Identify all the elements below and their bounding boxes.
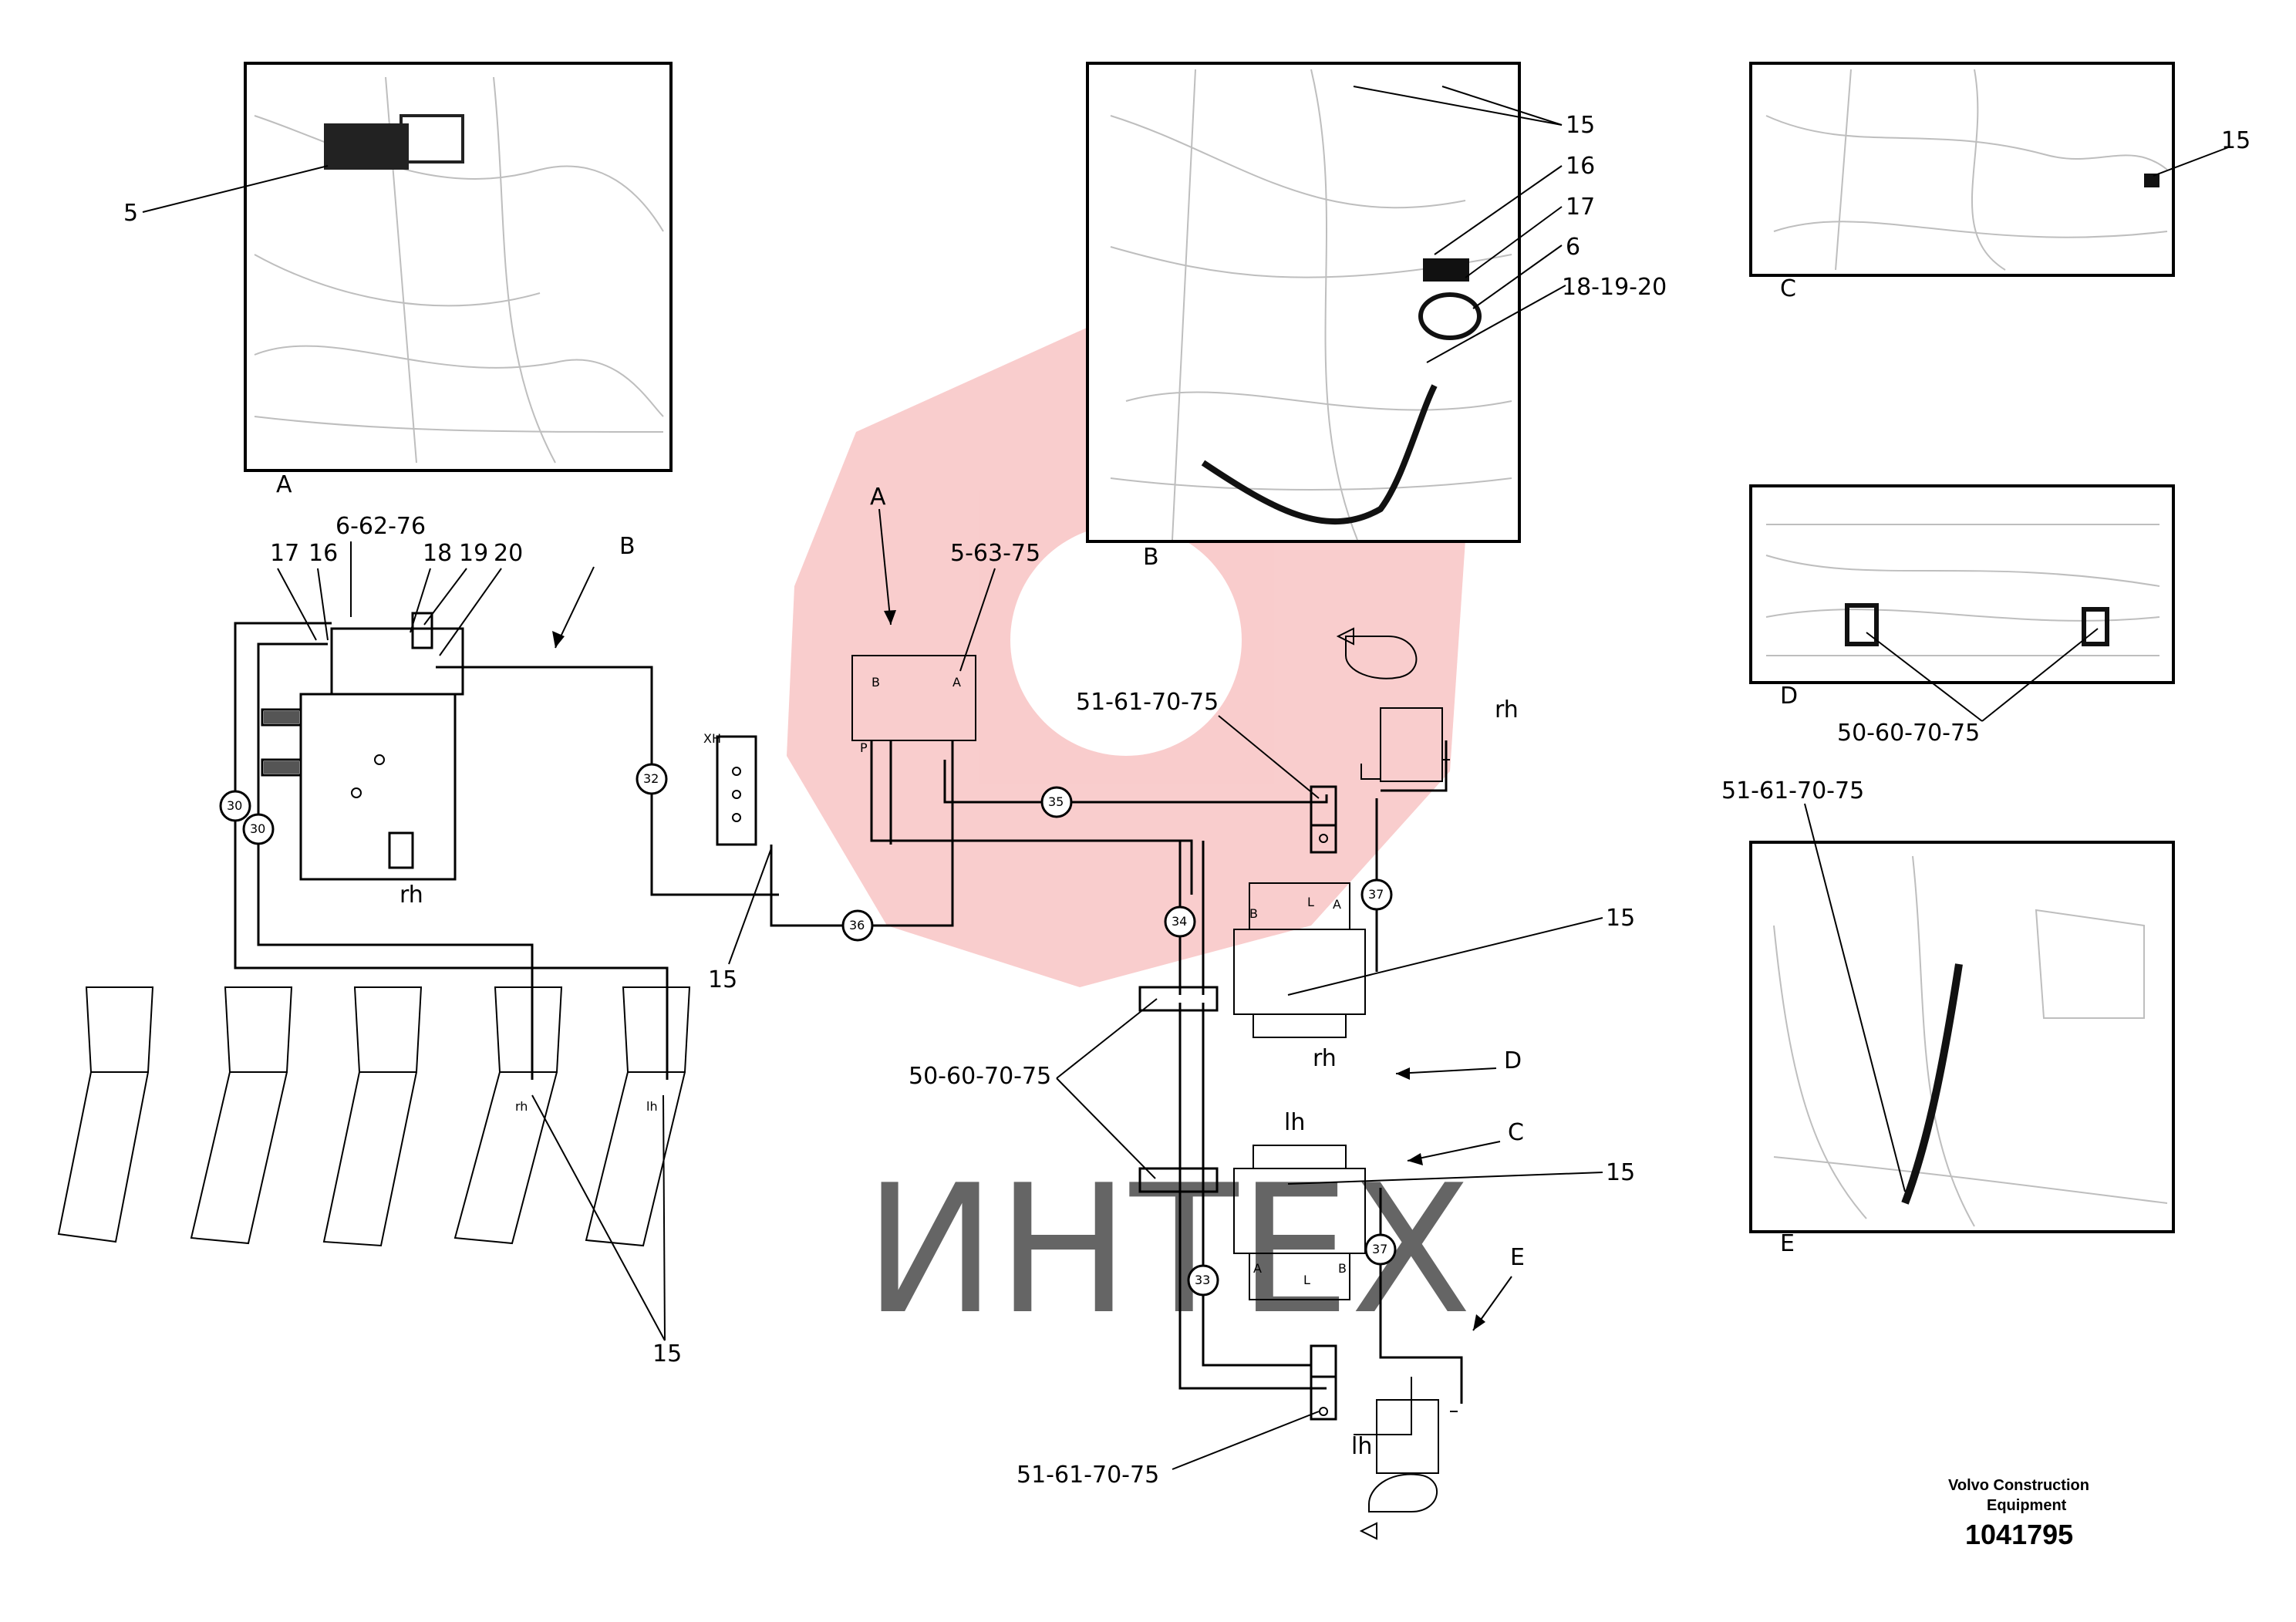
label-15-lh: 15 bbox=[1606, 1159, 1635, 1186]
svg-text:L: L bbox=[1307, 895, 1314, 909]
photo-view-a bbox=[244, 62, 673, 472]
photo-d-leaders bbox=[1866, 628, 2099, 722]
photo-e-letter: E bbox=[1780, 1230, 1795, 1257]
hose-34: 34 bbox=[1164, 905, 1196, 938]
rh-label-valve: rh bbox=[400, 882, 423, 909]
label-51-61-70-75-bottom: 51-61-70-75 bbox=[1017, 1462, 1159, 1489]
hose-36: 36 bbox=[779, 909, 910, 942]
rh-label-cylinder: rh bbox=[515, 1099, 528, 1114]
photo-view-e bbox=[1749, 841, 2175, 1233]
hose-32: 32 bbox=[636, 763, 668, 795]
photo-c-callout-15: 15 bbox=[2221, 127, 2250, 154]
valve-group bbox=[261, 612, 464, 881]
photo-view-d bbox=[1749, 484, 2175, 684]
photo-b-callout-17: 17 bbox=[1566, 194, 1595, 221]
track-drive-lh: A L B bbox=[1233, 1145, 1366, 1300]
hose-35: 35 bbox=[1040, 786, 1073, 818]
svg-text:37: 37 bbox=[1372, 1242, 1387, 1256]
view-arrow-d: D bbox=[1504, 1047, 1522, 1074]
photo-b-callout-6: 6 bbox=[1566, 234, 1580, 261]
photo-b-callout-16: 16 bbox=[1566, 153, 1595, 180]
company-name-line1: Volvo Construction bbox=[1948, 1477, 2089, 1494]
label-5-63-75: 5-63-75 bbox=[950, 540, 1040, 567]
hose-37-upper: 37 bbox=[1360, 848, 1393, 956]
svg-text:B: B bbox=[1338, 1261, 1347, 1276]
block-50-lower bbox=[1138, 1167, 1219, 1193]
label-15-center: 15 bbox=[708, 966, 737, 993]
label-6-62-76: 6-62-76 bbox=[335, 513, 426, 540]
hose-37-lower: 37 bbox=[1364, 1233, 1397, 1266]
label-20: 20 bbox=[494, 540, 523, 567]
svg-text:P: P bbox=[860, 740, 868, 755]
label-16: 16 bbox=[308, 540, 338, 567]
distribution-block: XH bbox=[703, 731, 757, 846]
lh-label-motor: lh bbox=[1351, 1433, 1372, 1460]
drawing-number: 1041795 bbox=[1965, 1519, 2073, 1550]
photo-b-leaders bbox=[1353, 86, 1566, 363]
label-19: 19 bbox=[459, 540, 488, 567]
view-arrow-b: B bbox=[619, 533, 636, 560]
svg-text:A: A bbox=[952, 675, 961, 690]
svg-text:30: 30 bbox=[227, 798, 242, 813]
lh-label-cylinder: lh bbox=[646, 1099, 658, 1114]
track-drive-rh: B L A bbox=[1233, 882, 1366, 1038]
rh-label-motor: rh bbox=[1495, 696, 1519, 723]
label-51-61-70-75-top: 51-61-70-75 bbox=[1076, 689, 1219, 716]
lh-label-drive: lh bbox=[1284, 1109, 1305, 1136]
cylinders bbox=[57, 986, 691, 1247]
view-arrow-e: E bbox=[1510, 1244, 1525, 1271]
label-15-cylinders: 15 bbox=[652, 1340, 682, 1367]
label-15-rh: 15 bbox=[1606, 905, 1635, 932]
photo-d-letter: D bbox=[1780, 683, 1798, 710]
svg-text:37: 37 bbox=[1368, 887, 1384, 902]
solenoid-valve: B A P bbox=[851, 655, 976, 755]
view-arrow-c: C bbox=[1508, 1119, 1524, 1146]
svg-text:30: 30 bbox=[250, 821, 265, 836]
svg-text:A: A bbox=[1253, 1261, 1262, 1276]
rh-label-drive: rh bbox=[1313, 1045, 1337, 1072]
view-arrow-a: A bbox=[870, 484, 886, 511]
svg-text:XH: XH bbox=[703, 731, 721, 746]
block-50-upper bbox=[1138, 986, 1219, 1012]
company-name-line2: Equipment bbox=[1987, 1497, 2067, 1514]
photo-b-callout-15: 15 bbox=[1566, 112, 1595, 139]
svg-text:33: 33 bbox=[1195, 1273, 1210, 1287]
label-18: 18 bbox=[423, 540, 452, 567]
hose-33: 33 bbox=[1187, 1219, 1219, 1342]
motor-upper bbox=[1310, 627, 1450, 854]
svg-text:34: 34 bbox=[1172, 914, 1187, 929]
svg-text:L: L bbox=[1303, 1273, 1310, 1287]
label-17: 17 bbox=[270, 540, 299, 567]
photo-d-callout-50-60-70-75: 50-60-70-75 bbox=[1837, 720, 1980, 747]
motor-lower bbox=[1310, 1344, 1458, 1540]
photo-e-callout-51-61-70-75: 51-61-70-75 bbox=[1721, 777, 1864, 804]
svg-text:B: B bbox=[872, 675, 880, 690]
photo-view-c bbox=[1749, 62, 2175, 277]
label-50-60-70-75: 50-60-70-75 bbox=[909, 1063, 1051, 1090]
photo-b-letter: B bbox=[1143, 544, 1159, 571]
svg-text:35: 35 bbox=[1048, 794, 1064, 809]
svg-text:B: B bbox=[1249, 906, 1258, 921]
hoses: 30 30 32 35 36 34 37 bbox=[219, 760, 1397, 1342]
photo-a-letter: A bbox=[276, 471, 292, 498]
svg-text:36: 36 bbox=[849, 918, 865, 932]
photo-view-b bbox=[1086, 62, 1521, 543]
photo-c-letter: C bbox=[1780, 275, 1796, 302]
photo-a-callout-5: 5 bbox=[123, 200, 138, 227]
photo-b-callout-18-19-20: 18-19-20 bbox=[1562, 274, 1667, 301]
svg-text:32: 32 bbox=[643, 771, 659, 786]
svg-text:A: A bbox=[1333, 897, 1341, 912]
hose-30a: 30 bbox=[219, 760, 251, 864]
hose-30b: 30 bbox=[242, 779, 275, 883]
